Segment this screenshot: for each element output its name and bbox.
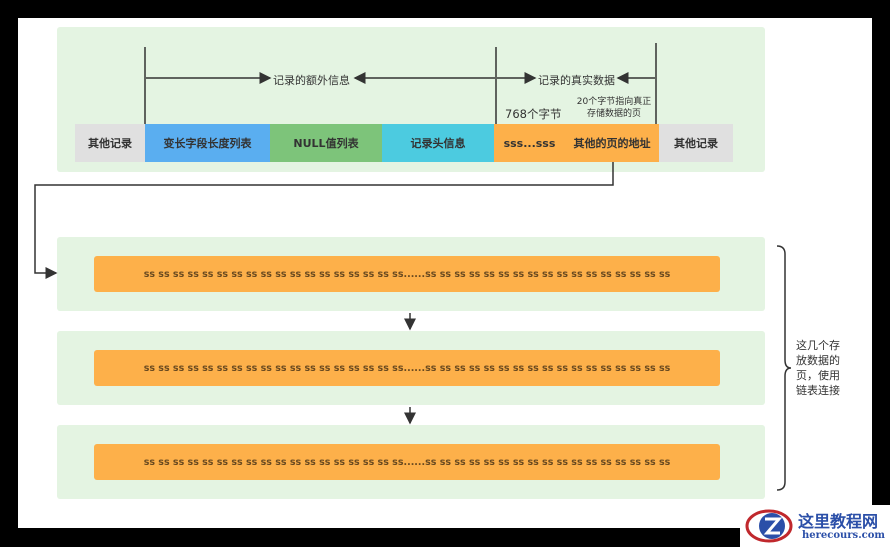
- watermark-title: 这里教程网: [798, 512, 879, 531]
- cell-null-list: NULL值列表: [270, 124, 382, 162]
- cell-record-header: 记录头信息: [382, 124, 494, 162]
- cell-data-prefix: sss...sss: [494, 124, 565, 162]
- overflow-page-data-3: ss ss ss ss ss ss ss ss ss ss ss ss ss s…: [94, 444, 720, 480]
- extra-info-label: 记录的额外信息: [273, 74, 350, 87]
- overflow-page-data-2: ss ss ss ss ss ss ss ss ss ss ss ss ss s…: [94, 350, 720, 386]
- pointer-arrow: [34, 162, 614, 279]
- real-data-label: 记录的真实数据: [538, 74, 615, 87]
- logo-z-icon: [745, 509, 793, 543]
- pointer-note-line2: 存储数据的页: [586, 109, 641, 119]
- cell-page-address: 其他的页的地址: [565, 124, 659, 162]
- bytes-768-label: 768个字节: [505, 107, 562, 121]
- watermark-logo: 这里教程网 herecours.com: [740, 505, 890, 547]
- cell-other-record-left: 其他记录: [75, 124, 145, 162]
- cell-variable-length-list: 变长字段长度列表: [145, 124, 270, 162]
- cell-other-record-right: 其他记录: [659, 124, 733, 162]
- brace-note-line: 放数据的: [796, 354, 840, 367]
- brace-note-line: 页，使用: [796, 369, 840, 382]
- watermark-site: herecours.com: [802, 530, 886, 541]
- brace-note: 这几个存 放数据的 页，使用 链表连接: [796, 338, 840, 398]
- brace: [776, 245, 792, 491]
- brace-note-line: 这几个存: [796, 339, 840, 352]
- brace-note-line: 链表连接: [796, 384, 840, 397]
- overflow-page-data-1: ss ss ss ss ss ss ss ss ss ss ss ss ss s…: [94, 256, 720, 292]
- pointer-note: 20个字节指向真正 存储数据的页: [567, 96, 661, 120]
- pointer-note-line1: 20个字节指向真正: [576, 97, 652, 107]
